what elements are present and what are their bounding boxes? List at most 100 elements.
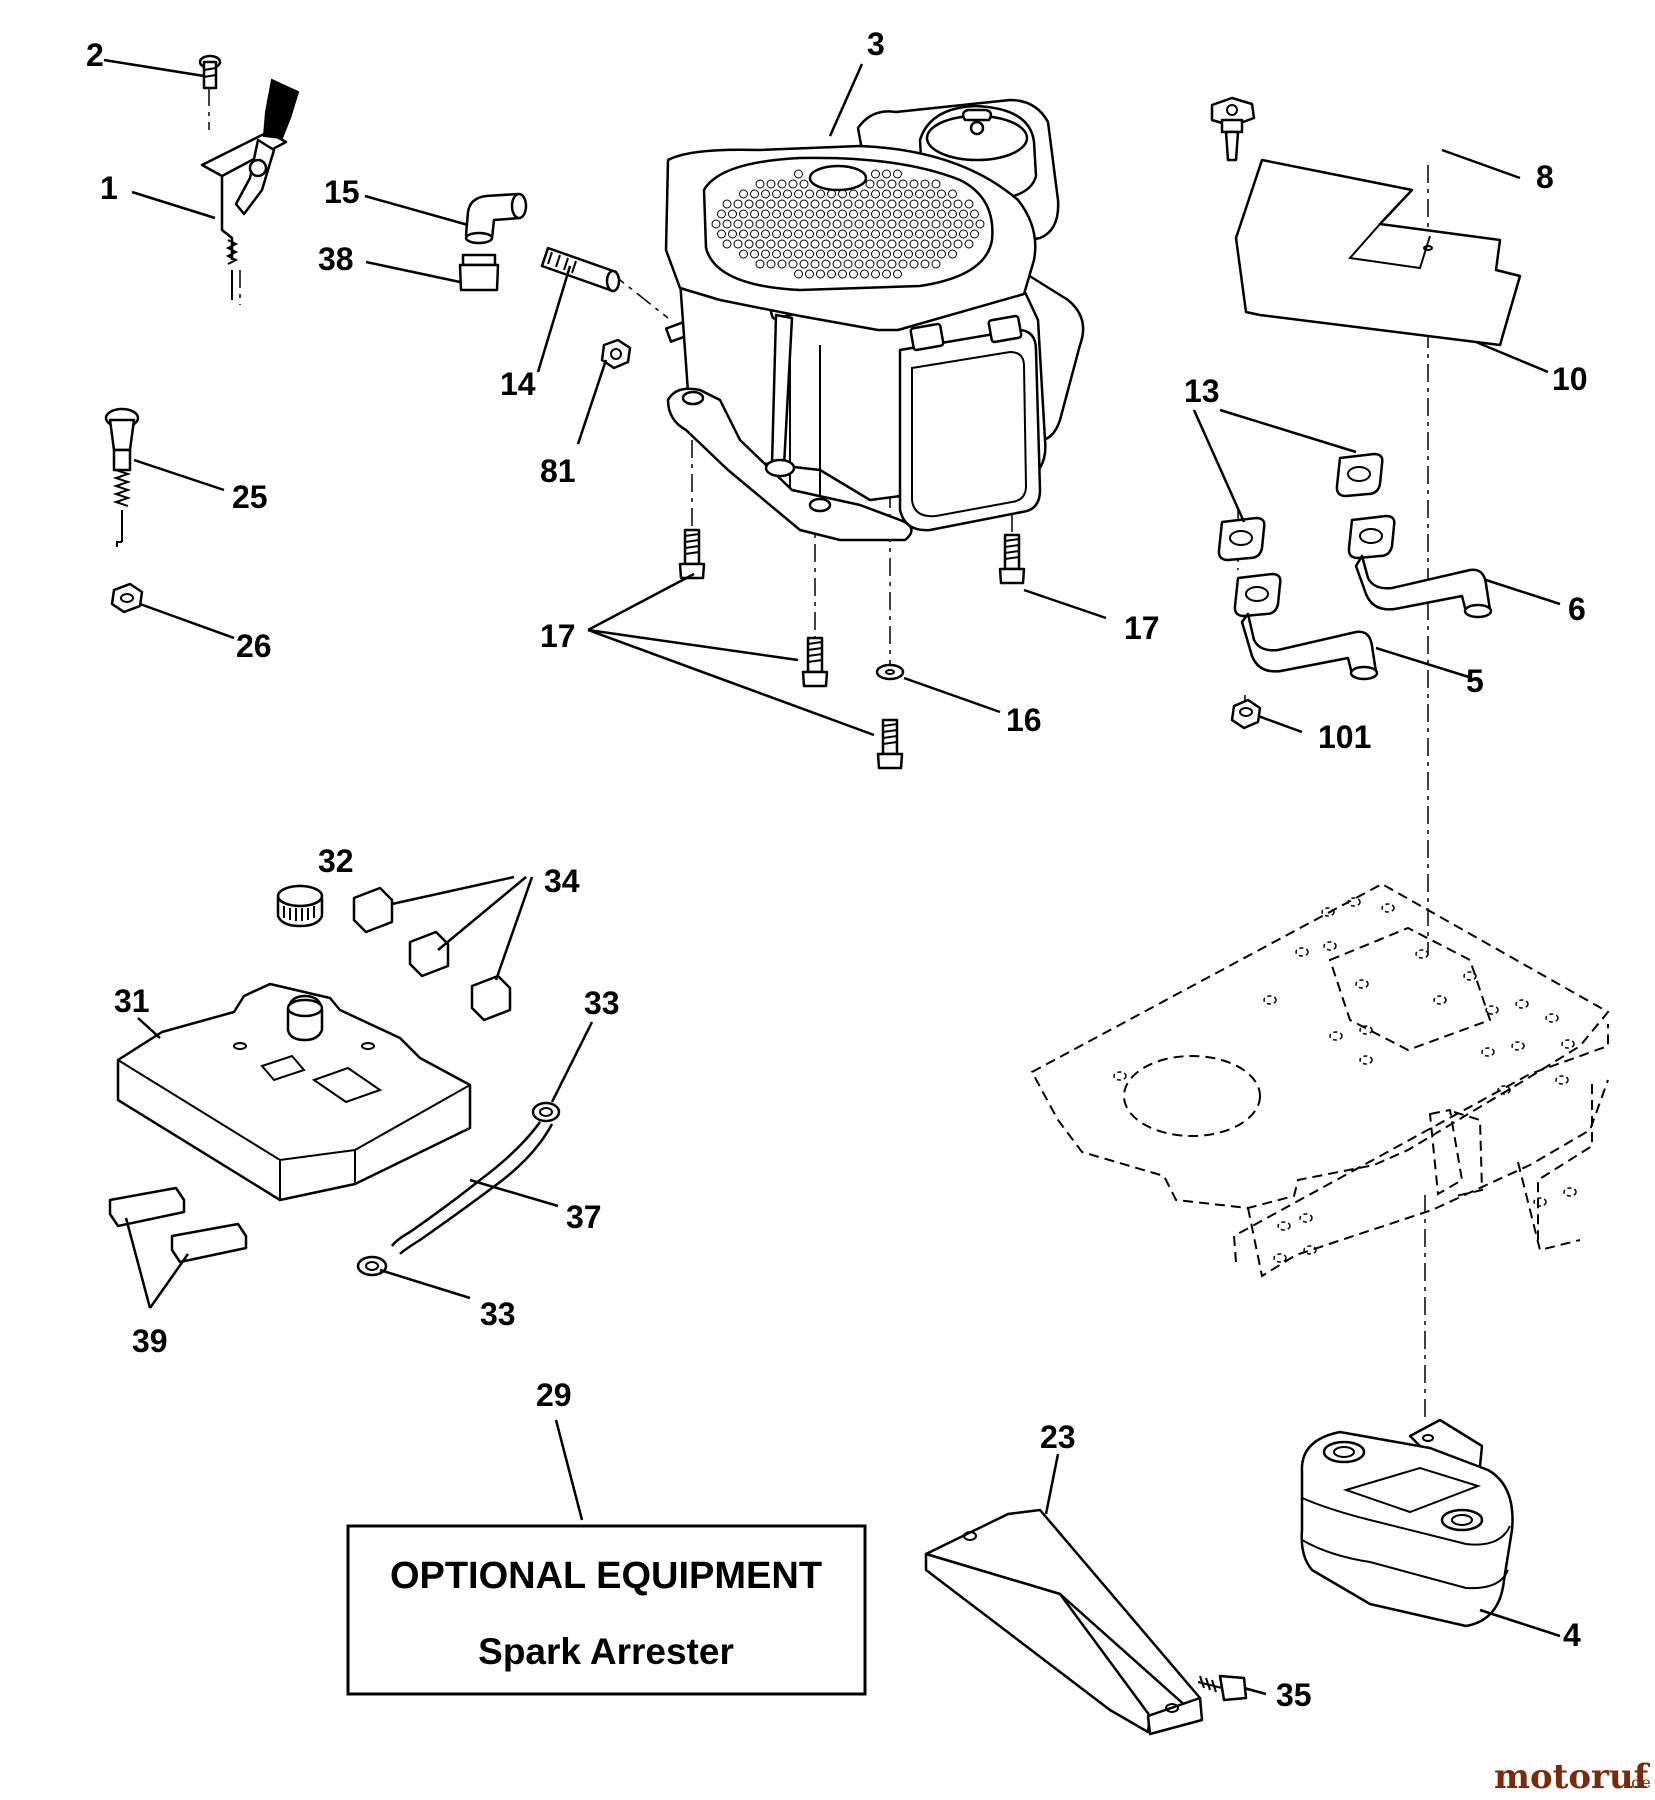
grille-hole (728, 229, 737, 239)
grille-hole (799, 259, 809, 269)
grille-hole (816, 249, 825, 259)
grille-hole (750, 209, 759, 219)
grille-hole (893, 269, 902, 279)
grille-hole (772, 249, 781, 259)
grille-hole (843, 239, 853, 249)
callout-13: 13 (1184, 373, 1220, 409)
grille-hole (772, 209, 781, 219)
grille-hole (733, 219, 743, 229)
grille-hole (805, 189, 814, 199)
grille-hole (744, 219, 754, 229)
grille-hole (739, 229, 748, 239)
grille-hole (893, 229, 902, 239)
chassis-hole (1355, 979, 1369, 989)
grille-hole (876, 259, 886, 269)
grille-hole (871, 169, 880, 179)
grille-hole (766, 179, 776, 189)
grille-hole (783, 209, 792, 219)
grille-hole (750, 249, 759, 259)
grille-hole (909, 199, 919, 209)
callout-37: 37 (566, 1199, 602, 1235)
grille-hole (744, 239, 754, 249)
grille-hole (717, 229, 726, 239)
grille-hole (937, 189, 946, 199)
grille-hole (915, 189, 924, 199)
grille-hole (799, 199, 809, 209)
callout-14: 14 (500, 366, 536, 402)
grille-hole (711, 219, 721, 229)
chassis-phantom (1030, 882, 1610, 1278)
grille-hole (755, 219, 765, 229)
callout-8: 8 (1536, 159, 1554, 195)
chassis-hole (1299, 1213, 1313, 1223)
grille-hole (794, 269, 803, 279)
grille-hole (898, 199, 908, 209)
grille-hole (849, 189, 858, 199)
grille-hole (799, 239, 809, 249)
grille-hole (887, 179, 897, 189)
grille-hole (788, 259, 798, 269)
grille-hole (959, 229, 968, 239)
grille-hole (761, 229, 770, 239)
grille-hole (871, 229, 880, 239)
grille-hole (970, 229, 979, 239)
grille-hole (827, 209, 836, 219)
grille-hole (750, 229, 759, 239)
grille-hole (904, 209, 913, 219)
grille-hole (926, 209, 935, 219)
chassis-hole (1359, 1025, 1373, 1035)
grille-hole (860, 269, 869, 279)
grille-hole (920, 199, 930, 209)
mounting-bolts (678, 528, 1026, 770)
grille-hole (937, 209, 946, 219)
grille-hole (722, 199, 732, 209)
callout-17-right: 17 (1124, 610, 1160, 646)
grille-hole (772, 189, 781, 199)
grille-hole (755, 179, 765, 189)
engine (664, 98, 1085, 542)
grille-hole (832, 259, 842, 269)
engine-grille (711, 169, 985, 279)
grille-hole (953, 239, 963, 249)
callout-29: 29 (536, 1377, 572, 1413)
grille-hole (810, 259, 820, 269)
spark-arrester-label: Spark Arrester (478, 1631, 734, 1672)
chassis-hole (1485, 1005, 1499, 1015)
grille-hole (777, 219, 787, 229)
grille-hole (766, 199, 776, 209)
chassis-hole (1511, 1041, 1525, 1051)
chassis-hole (1533, 1197, 1547, 1207)
watermark-name: motoruf (1494, 1757, 1651, 1797)
grille-hole (865, 179, 875, 189)
grille-hole (794, 189, 803, 199)
deflector-screw (1197, 1674, 1248, 1702)
callout-34: 34 (544, 863, 580, 899)
grille-hole (821, 259, 831, 269)
grille-hole (766, 259, 776, 269)
grille-hole (794, 169, 803, 179)
grille-hole (865, 219, 875, 229)
grille-hole (794, 249, 803, 259)
grille-hole (788, 239, 798, 249)
grille-hole (926, 249, 935, 259)
grille-hole (739, 209, 748, 219)
exhaust-gaskets (1217, 452, 1384, 562)
callout-1: 1 (100, 170, 118, 206)
chassis-hole (1113, 1071, 1127, 1081)
grille-hole (788, 199, 798, 209)
grille-hole (898, 259, 908, 269)
grille-hole (942, 199, 952, 209)
chassis-hole (1463, 971, 1477, 981)
muffler (1300, 1418, 1514, 1628)
grille-hole (942, 219, 952, 229)
grille-hole (865, 239, 875, 249)
grille-hole (761, 209, 770, 219)
grille-hole (805, 269, 814, 279)
chassis-hole (1433, 995, 1447, 1005)
grille-hole (865, 199, 875, 209)
grille-hole (904, 229, 913, 239)
chassis-hole (1415, 949, 1429, 959)
grille-hole (849, 229, 858, 239)
grille-hole (876, 219, 886, 229)
